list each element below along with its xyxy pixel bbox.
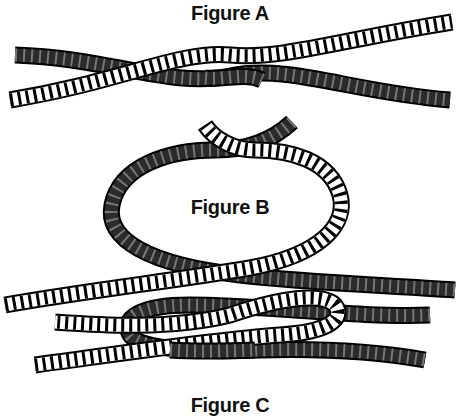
figure-b-ropes bbox=[5, 122, 455, 305]
figure-c-ropes bbox=[35, 298, 430, 365]
figure-label: Figure A bbox=[191, 2, 269, 24]
figure-label: Figure B bbox=[191, 196, 270, 218]
figure-label: Figure C bbox=[191, 394, 270, 416]
figure-a-ropes bbox=[10, 22, 452, 100]
